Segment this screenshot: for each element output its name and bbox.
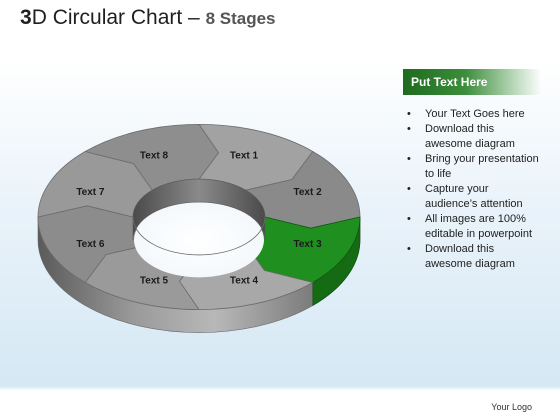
bullet-list: Your Text Goes here Download this awesom… (403, 107, 541, 272)
segment-label: Text 1 (230, 151, 259, 162)
segment-label: Text 6 (76, 239, 105, 250)
donut-inner-back-wall (132, 178, 266, 241)
page-title: 3D Circular Chart – 8 Stages (20, 6, 276, 30)
segment-label: Text 7 (76, 187, 105, 198)
panel-header: Put Text Here (403, 69, 541, 95)
segment-label: Text 5 (140, 275, 169, 286)
donut-segments (37, 123, 361, 311)
title-subtitle: 8 Stages (205, 9, 276, 28)
donut-hole (134, 202, 264, 278)
segment-label: Text 8 (140, 151, 169, 162)
segment-label: Text 2 (294, 187, 323, 198)
footer-logo: Your Logo (491, 402, 532, 412)
bullet-item: Your Text Goes here (403, 107, 541, 122)
bullet-item: Download this awesome diagram (403, 242, 541, 272)
segment-label: Text 3 (294, 239, 323, 250)
segment-label: Text 4 (230, 275, 259, 286)
donut-hole-rim (132, 216, 266, 256)
donut-labels: Text 1 Text 2 Text 3 Text 4 Text 5 Text 6 Text… (76, 151, 322, 287)
bullet-item: Bring your presentation to life (403, 152, 541, 182)
text-panel: Put Text Here Your Text Goes here Downlo… (403, 69, 541, 272)
bullet-item: Download this awesome diagram (403, 122, 541, 152)
bullet-item: All images are 100% editable in powerpoi… (403, 212, 541, 242)
bullet-item: Capture your audience’s attention (403, 182, 541, 212)
title-dash: – (182, 6, 206, 29)
title-main: 3D Circular Chart (20, 6, 183, 29)
donut-inner-wall (132, 178, 266, 278)
